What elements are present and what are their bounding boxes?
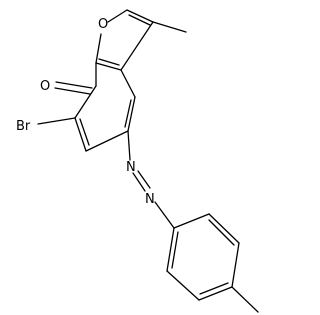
bond-c4p-c5p (198, 286, 233, 301)
bond-c5-c6 (85, 130, 129, 152)
azo-n1-label: N (126, 160, 136, 175)
bond-c4p-c5p-double (199, 282, 229, 295)
bond-o1-c2 (107, 9, 128, 23)
carbonyl-oxygen-label: O (40, 79, 50, 94)
azo-n2-label: N (145, 192, 155, 207)
bond-c5p-c6p (166, 270, 200, 301)
structure-canvas: O O Br N N (16, 9, 259, 313)
bond-n1-n2-double (132, 172, 146, 192)
bond-c2-c3 (126, 9, 154, 23)
bond-c6-c7 (74, 117, 87, 152)
bond-c3-methyl (152, 21, 187, 33)
bond-c4-c5 (127, 96, 136, 132)
bond-c3a-c8a-double (98, 58, 120, 66)
bromine-label: Br (16, 119, 31, 134)
bond-c7-c8 (74, 85, 97, 119)
bond-c6-c7-double (79, 118, 90, 146)
bond-c7-br (37, 117, 76, 125)
bond-carbonyl-2 (54, 87, 91, 95)
bond-c2-c3-double (128, 14, 151, 26)
bond-c4-c5-double (124, 99, 132, 128)
bond-c5-n1 (127, 130, 131, 161)
bond-carbonyl-1 (55, 81, 93, 89)
bond-c3a-c8a (95, 62, 122, 71)
bond-c3a-c4 (120, 69, 136, 98)
bond-n2-c1p (154, 201, 175, 229)
bond-n1-n2 (137, 170, 151, 189)
bond-c6p-c1p (166, 227, 175, 272)
chemical-structure: O O Br N N (16, 9, 259, 313)
bond-c4p-methyl (231, 286, 259, 313)
ring-oxygen-label: O (98, 17, 108, 32)
bond-c2p-c3p-double (208, 219, 235, 246)
bond-c8a-o1 (95, 33, 102, 64)
bond-c1p-c2p (173, 213, 210, 229)
bond-c3p-c4p (231, 242, 240, 288)
bond-c2p-c3p (208, 213, 240, 244)
bond-c3-c3a (120, 21, 154, 71)
bond-c6p-c1p-double (171, 231, 179, 269)
